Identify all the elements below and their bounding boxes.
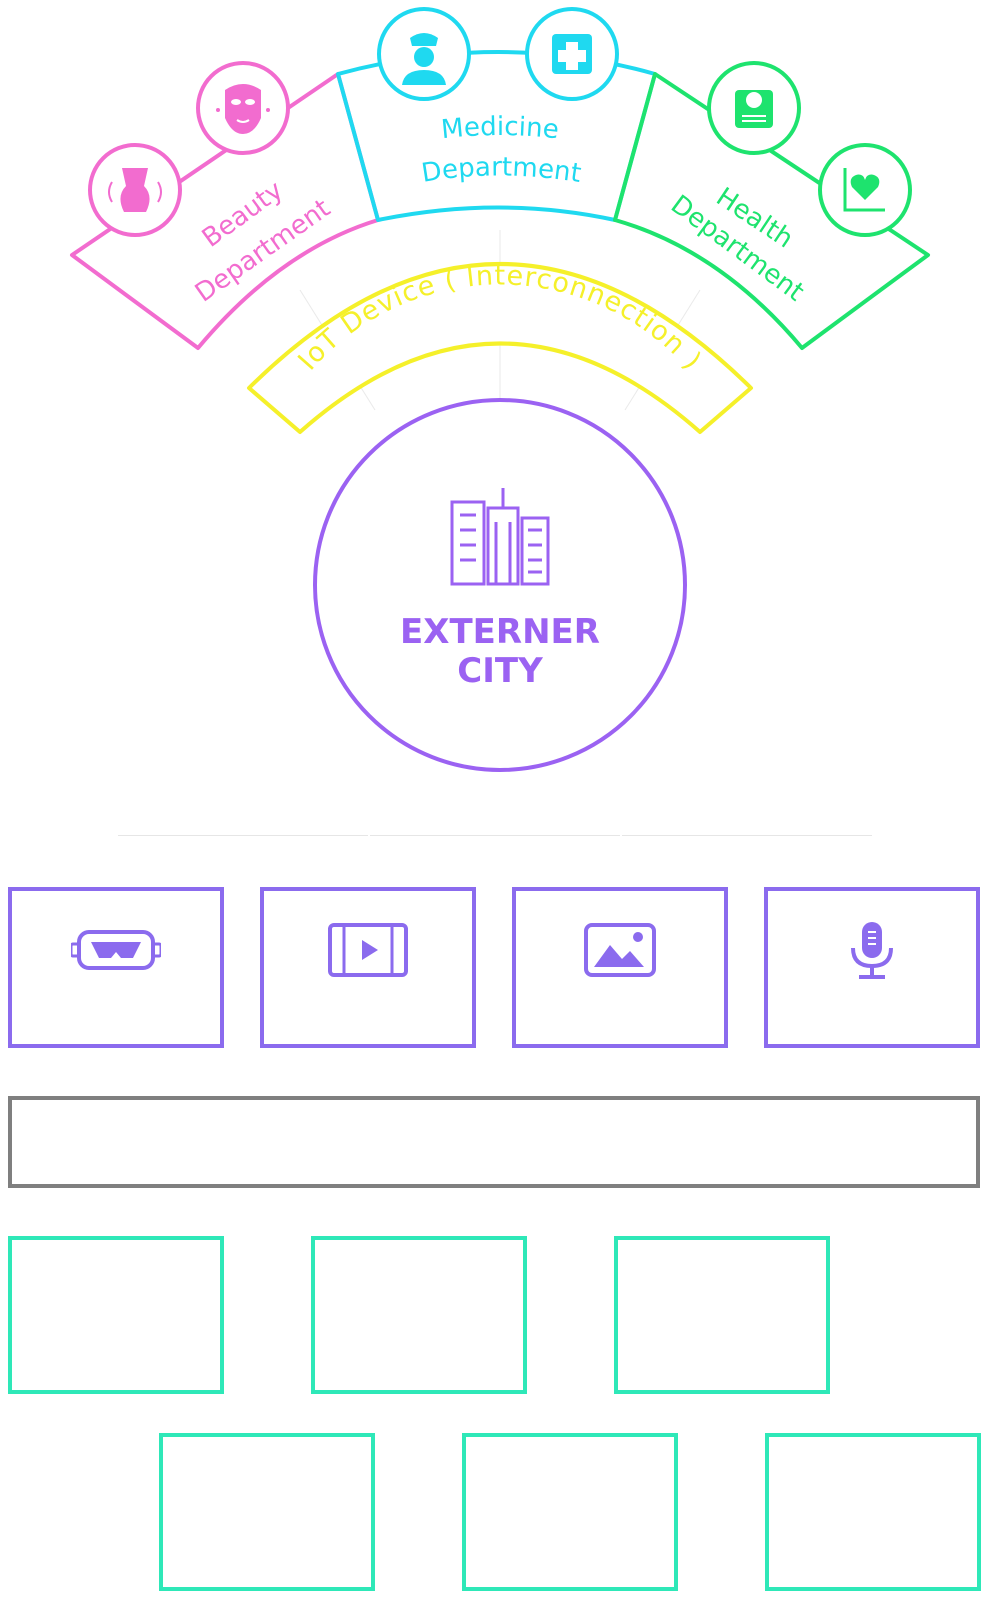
heart-chart-icon xyxy=(818,143,912,237)
separator-3 xyxy=(622,835,872,836)
nurse-icon xyxy=(377,7,471,101)
service-label: Remote Medical Care xyxy=(210,1465,324,1559)
service-label: AI Health xyxy=(805,1497,941,1527)
face-mask-icon xyxy=(196,61,290,155)
service-box-emergency-alarm: Emergency Alarm xyxy=(614,1236,830,1394)
api-label: SSO / API / SDK / PaaS xyxy=(310,1127,678,1157)
city-title-1: EXTERNER xyxy=(400,612,600,652)
microphone-icon xyxy=(851,921,893,979)
health-department-panel xyxy=(613,72,930,350)
medical-cross-icon xyxy=(525,7,619,101)
department-diagram: IoT Device ( Interconnection ) Medicine … xyxy=(70,7,930,772)
medicine-label-2: Department xyxy=(419,152,583,189)
service-box-telemedicine: Telemedicine xyxy=(8,1236,224,1394)
service-box-ai-health: AI Health xyxy=(765,1433,981,1591)
beauty-department-panel xyxy=(70,72,380,350)
service-label: Emergency Alarm xyxy=(640,1284,804,1346)
separator-1 xyxy=(118,835,368,836)
vr-headset-icon xyxy=(71,929,161,970)
media-box-image: Video xyxy=(512,887,728,1048)
media-label: Video xyxy=(324,982,412,1013)
media-box-sound-text: Sound / Text xyxy=(764,887,980,1048)
iot-band xyxy=(247,262,753,434)
media-label: AR / VR xyxy=(58,977,174,1008)
service-label: Telemedicine xyxy=(20,1300,212,1330)
service-label: Medical Wearable xyxy=(349,1284,489,1346)
separator-2 xyxy=(370,835,620,836)
video-icon xyxy=(328,922,408,977)
body-shape-icon xyxy=(88,143,182,237)
medicine-label-1: Medicine xyxy=(440,112,560,145)
media-label: Video xyxy=(576,982,664,1013)
image-icon xyxy=(584,922,656,977)
service-box-remote-care: Remote Medical Care xyxy=(159,1433,375,1591)
media-box-video: Video xyxy=(260,887,476,1048)
api-bar: SSO / API / SDK / PaaS xyxy=(8,1096,980,1188)
service-box-medical-record: Medical Record System xyxy=(462,1433,678,1591)
city-title-2: CITY xyxy=(457,651,543,691)
media-box-ar-vr: AR / VR xyxy=(8,887,224,1048)
service-box-medical-wearable: Medical Wearable xyxy=(311,1236,527,1394)
city-buildings-icon xyxy=(450,488,550,586)
service-label: Medical Record System xyxy=(513,1465,627,1559)
weighing-scale-icon xyxy=(707,61,801,155)
media-label: Sound / Text xyxy=(775,985,969,1016)
